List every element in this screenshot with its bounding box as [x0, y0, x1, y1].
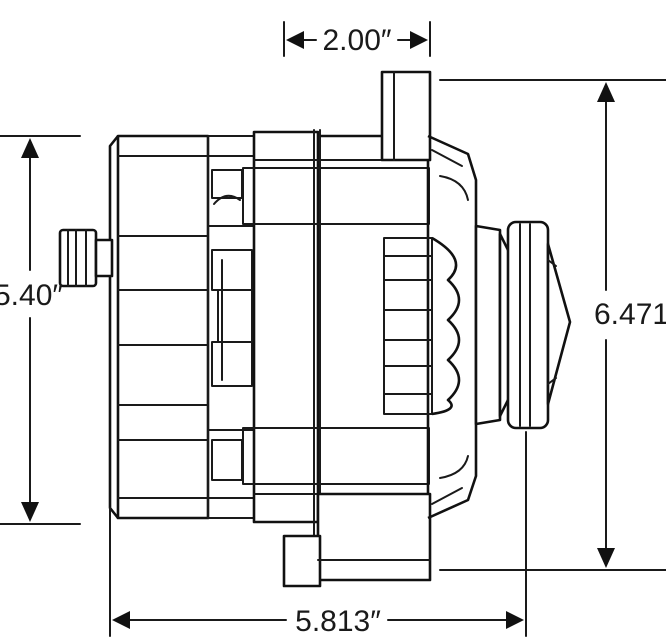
arrow-head-up — [21, 138, 39, 158]
nose-cone — [427, 134, 478, 520]
dimension-label-bottom: 5.813″ — [295, 605, 381, 638]
dimension-top-width: 2.00″ — [283, 21, 431, 57]
arrow-head-right — [506, 611, 524, 629]
arrow-head-down — [21, 502, 39, 522]
arrow-head-right — [410, 31, 428, 49]
arrow-head-up — [597, 82, 615, 102]
bottom-mounting-foot — [282, 492, 432, 588]
rectifier-section — [207, 135, 255, 519]
arrow-head-down — [597, 548, 615, 568]
dimension-label-top: 2.00″ — [322, 24, 391, 57]
rear-housing — [108, 134, 210, 520]
dimension-left-height: 5.40″ — [0, 135, 81, 525]
top-mounting-ear — [380, 70, 432, 162]
arrow-head-left — [112, 611, 130, 629]
dimension-label-left: 5.40″ — [0, 279, 63, 312]
pulley — [474, 220, 572, 430]
dimension-bottom-length: 5.813″ — [109, 431, 527, 638]
front-housing — [319, 134, 461, 520]
terminal-stud — [58, 228, 114, 288]
alternator-body — [58, 70, 572, 588]
arrow-head-left — [286, 31, 304, 49]
dimension-right-height: 6.471 — [439, 79, 666, 571]
dimension-label-right: 6.471 — [594, 298, 666, 331]
